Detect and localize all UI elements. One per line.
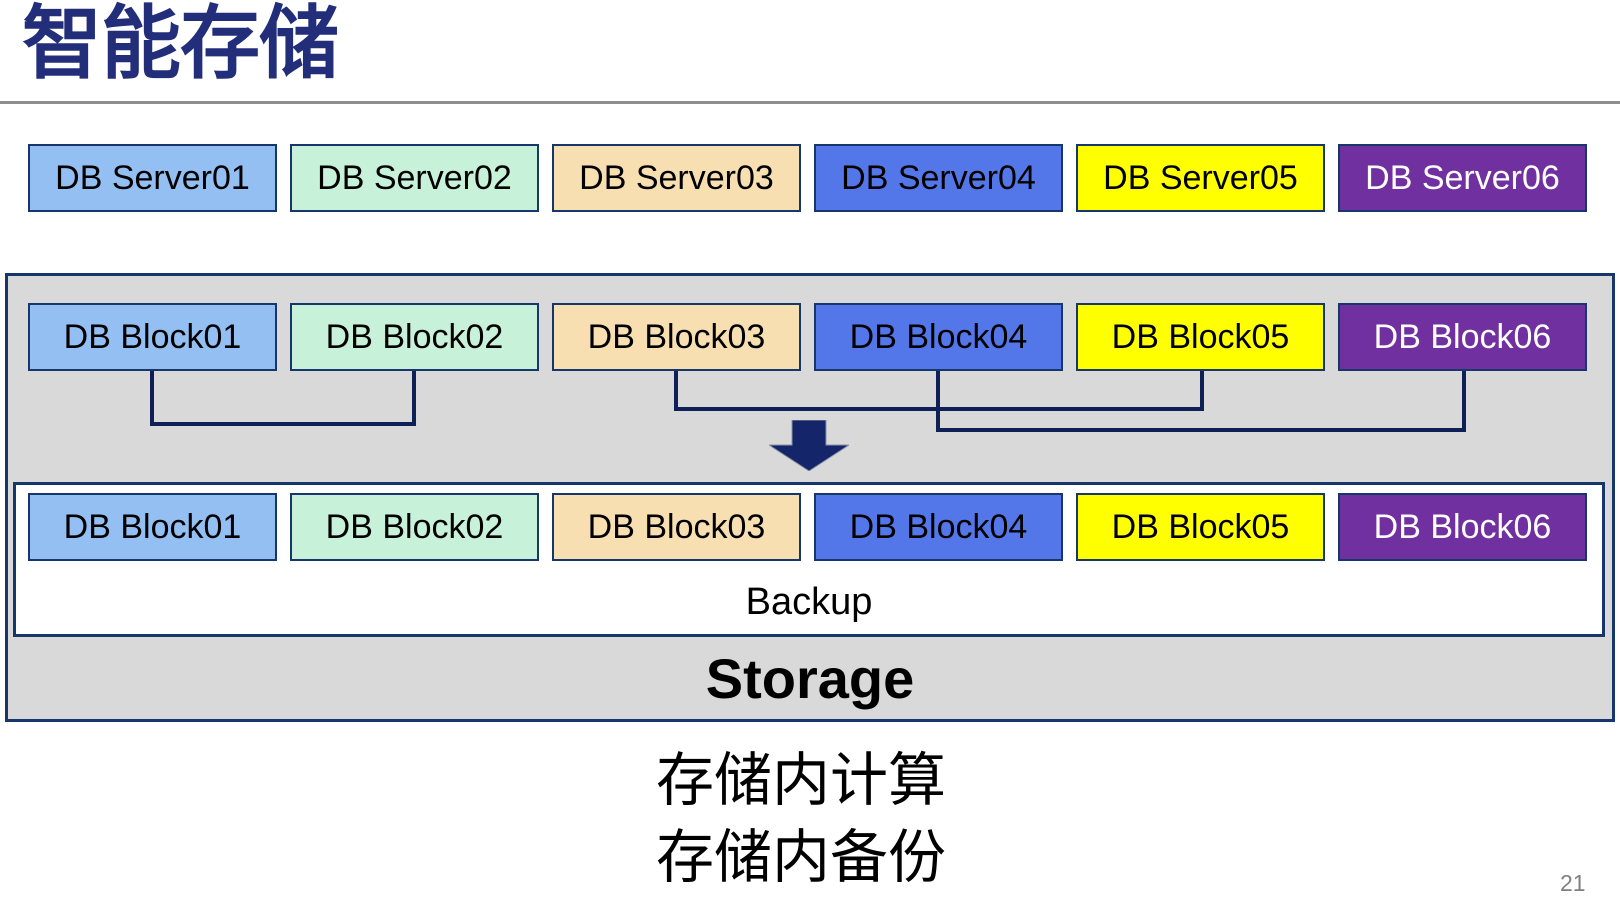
db-block-bottom-02: DB Block02 (290, 493, 539, 561)
db-block-bottom-03: DB Block03 (552, 493, 801, 561)
connector-block04-block06 (936, 371, 1466, 432)
db-server-box-04: DB Server04 (814, 144, 1063, 212)
caption-text: 存储内计算 存储内备份 (656, 742, 946, 896)
db-block-top-05: DB Block05 (1076, 303, 1325, 371)
db-block-row-bottom: DB Block01 DB Block02 DB Block03 DB Bloc… (28, 493, 1587, 561)
db-block-top-03: DB Block03 (552, 303, 801, 371)
db-server-box-01: DB Server01 (28, 144, 277, 212)
connector-block01-block02 (150, 371, 416, 426)
db-block-top-04: DB Block04 (814, 303, 1063, 371)
db-block-top-06: DB Block06 (1338, 303, 1587, 371)
db-server-row: DB Server01 DB Server02 DB Server03 DB S… (28, 144, 1587, 212)
db-server-box-05: DB Server05 (1076, 144, 1325, 212)
page-title: 智能存储 (22, 0, 339, 88)
db-server-box-06: DB Server06 (1338, 144, 1587, 212)
db-block-bottom-05: DB Block05 (1076, 493, 1325, 561)
db-block-bottom-04: DB Block04 (814, 493, 1063, 561)
db-block-bottom-06: DB Block06 (1338, 493, 1587, 561)
db-block-top-02: DB Block02 (290, 303, 539, 371)
backup-label: Backup (745, 581, 873, 623)
title-divider (0, 101, 1620, 104)
db-block-row-top: DB Block01 DB Block02 DB Block03 DB Bloc… (28, 303, 1587, 371)
storage-label: Storage (705, 647, 915, 710)
db-block-bottom-01: DB Block01 (28, 493, 277, 561)
db-server-box-02: DB Server02 (290, 144, 539, 212)
db-block-top-01: DB Block01 (28, 303, 277, 371)
down-arrow-icon (769, 420, 849, 471)
caption-line-1: 存储内计算 (656, 748, 947, 813)
caption-line-2: 存储内备份 (656, 825, 947, 890)
db-server-box-03: DB Server03 (552, 144, 801, 212)
page-number: 21 (1560, 870, 1586, 896)
